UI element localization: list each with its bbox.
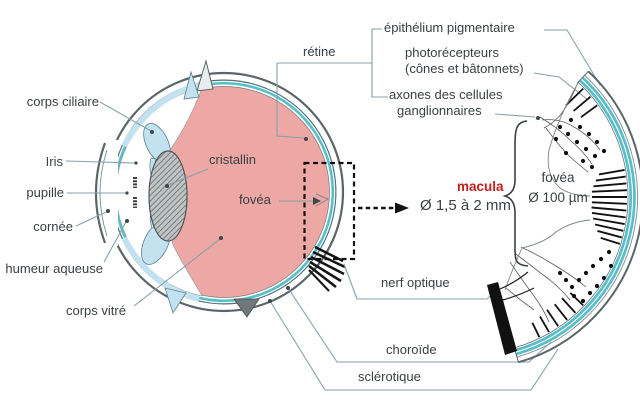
blue-wedge-bottom xyxy=(164,287,187,314)
label-corps-vitre: corps vitré xyxy=(66,303,126,318)
ganglion-cell-dots xyxy=(553,117,614,304)
photoreceptor-strokes xyxy=(591,168,627,245)
dashed-roi-box xyxy=(303,161,356,261)
connector-dots xyxy=(106,116,540,303)
zoom-arrow xyxy=(358,202,409,214)
photoreceptor-strokes-lower xyxy=(531,292,584,338)
optic-disc-bar xyxy=(487,282,517,355)
muscle-wedge-bottom xyxy=(233,298,260,318)
label-fovea-eye: fovéa xyxy=(239,192,271,207)
label-cornee: cornée xyxy=(33,219,73,234)
fovea-pointer-arrowhead xyxy=(313,197,321,205)
eyeball xyxy=(84,59,346,318)
label-iris: Iris xyxy=(45,154,63,169)
label-fovea-zoom: fovéa Ø 100 µm xyxy=(528,170,588,205)
retina-zoom-section xyxy=(487,70,640,364)
fovea-dimple xyxy=(315,193,330,207)
label-photorecepteurs: photorécepteurs (cônes et bâtonnets) xyxy=(405,45,524,76)
muscle-wedge-top xyxy=(196,59,214,92)
blue-wedge-top xyxy=(183,70,200,100)
label-epithelium-pigmentaire: épithélium pigmentaire xyxy=(384,20,515,35)
label-axones-ganglionnaires: axones des cellules ganglionnaires xyxy=(389,87,503,118)
label-macula-diametre: Ø 1,5 à 2 mm xyxy=(420,197,511,214)
label-cristallin: cristallin xyxy=(209,152,256,167)
optic-nerve-fan xyxy=(308,245,346,292)
ora-serrata-track-bottom xyxy=(121,236,200,302)
fovea-brace xyxy=(502,120,529,267)
label-macula: macula xyxy=(457,179,504,194)
sclera-arc xyxy=(518,70,640,364)
fovea-pit-profile xyxy=(504,82,591,291)
label-humeur-aqueuse: humeur aqueuse xyxy=(5,261,103,276)
label-nerf-optique: nerf optique xyxy=(381,275,450,290)
label-corps-ciliaire: corps ciliaire xyxy=(26,94,99,109)
label-pupille: pupille xyxy=(26,185,64,200)
label-choroide: choroïde xyxy=(386,342,437,357)
label-sclerotique: sclérotique xyxy=(358,369,421,384)
label-retine: rétine xyxy=(303,44,336,59)
lens xyxy=(148,150,188,242)
